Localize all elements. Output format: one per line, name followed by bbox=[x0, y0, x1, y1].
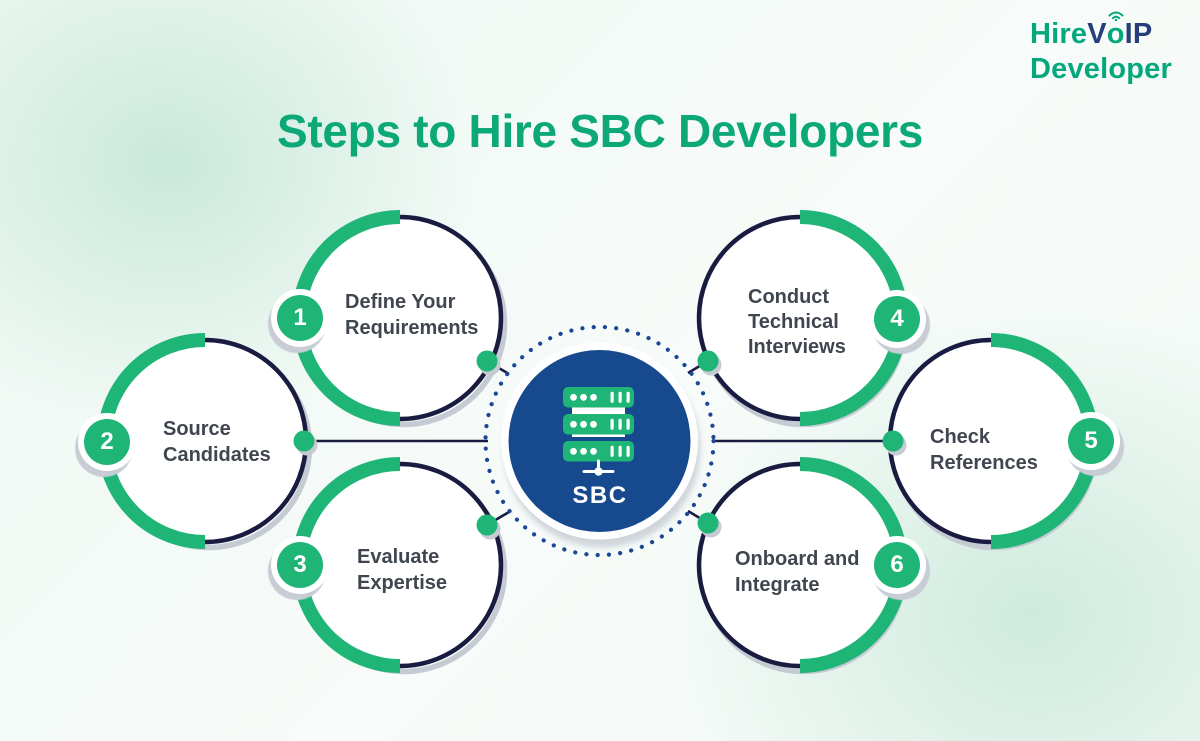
wifi-signal-icon bbox=[1108, 11, 1124, 21]
step-4-number: 4 bbox=[874, 296, 920, 342]
logo-hire: Hire bbox=[1029, 18, 1088, 50]
step-5-badge: 5 bbox=[1062, 412, 1120, 470]
dotted-ring bbox=[483, 324, 716, 558]
logo-o: o bbox=[1106, 18, 1125, 50]
connector-dots bbox=[293, 350, 907, 540]
step-5-label: Check References bbox=[930, 426, 1038, 474]
server-stack-icon bbox=[563, 387, 634, 476]
step-6-badge: 6 bbox=[868, 536, 926, 594]
step-4-badge: 4 bbox=[868, 290, 926, 348]
page-title: Steps to Hire SBC Developers bbox=[276, 105, 924, 157]
step-3-number: 3 bbox=[277, 542, 323, 588]
step-4-label: Conduct Technical Interviews bbox=[748, 286, 846, 358]
center-hub bbox=[483, 324, 716, 558]
step-3-label: Evaluate Expertise bbox=[357, 546, 448, 594]
logo-ip: IP bbox=[1124, 18, 1153, 50]
step-6-number: 6 bbox=[874, 542, 920, 588]
step-5-number: 5 bbox=[1068, 418, 1114, 464]
step-2-number: 2 bbox=[84, 419, 130, 465]
step-6-label: Onboard and Integrate bbox=[735, 548, 860, 596]
step-1-label: Define Your Requirements bbox=[345, 291, 479, 339]
step-3-badge: 3 bbox=[271, 536, 329, 594]
step-2-badge: 2 bbox=[78, 413, 136, 471]
logo-v: V bbox=[1087, 18, 1107, 50]
step-2-label: Source Candidates bbox=[163, 418, 271, 466]
center-hub-label: SBC bbox=[572, 482, 628, 509]
step-1-number: 1 bbox=[277, 295, 323, 341]
step-1-badge: 1 bbox=[271, 289, 329, 347]
brand-logo-line2: Developer bbox=[1029, 53, 1172, 85]
